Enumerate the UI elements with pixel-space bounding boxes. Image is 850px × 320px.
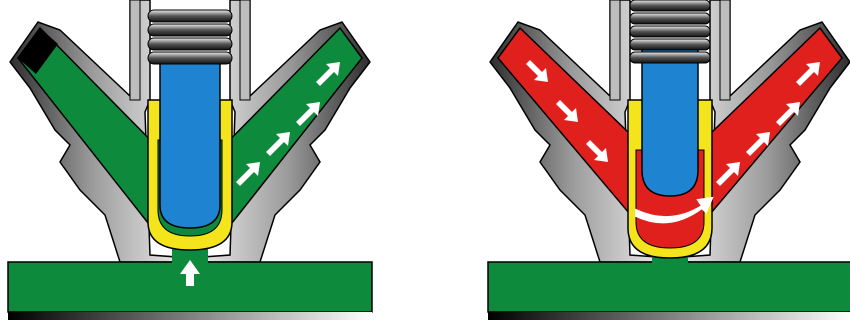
down-right-arrow — [556, 100, 578, 122]
up-right-arrow — [296, 102, 320, 126]
panel-closed — [7, 0, 373, 320]
neck-wall-left — [129, 0, 141, 101]
valve-stem — [641, 39, 699, 197]
up-right-arrow — [236, 162, 260, 186]
left-end-cap — [18, 28, 58, 74]
up-right-arrow — [776, 102, 800, 126]
panel-open — [487, 0, 850, 320]
flow-arrows-right-channel — [716, 62, 820, 186]
up-right-arrow — [796, 62, 820, 86]
neck-wall-right — [239, 0, 251, 101]
flow-arrows-right-channel — [236, 62, 340, 186]
up-right-arrow — [746, 132, 770, 156]
up-right-arrow — [266, 132, 290, 156]
spring — [629, 0, 711, 64]
up-right-arrow — [316, 62, 340, 86]
manifold — [487, 261, 850, 313]
spring — [147, 9, 233, 65]
up-right-arrow — [716, 162, 740, 186]
valve-stem — [159, 59, 221, 229]
neck-wall-left — [609, 0, 621, 101]
down-right-arrow — [586, 140, 608, 162]
down-right-arrow — [526, 60, 548, 82]
up-arrow — [180, 260, 200, 286]
manifold-base — [8, 312, 372, 320]
flow-arrows-left-channel — [526, 60, 608, 162]
manifold-base — [488, 312, 850, 320]
neck-wall-right — [719, 0, 731, 101]
swirl-arrow — [635, 196, 714, 224]
